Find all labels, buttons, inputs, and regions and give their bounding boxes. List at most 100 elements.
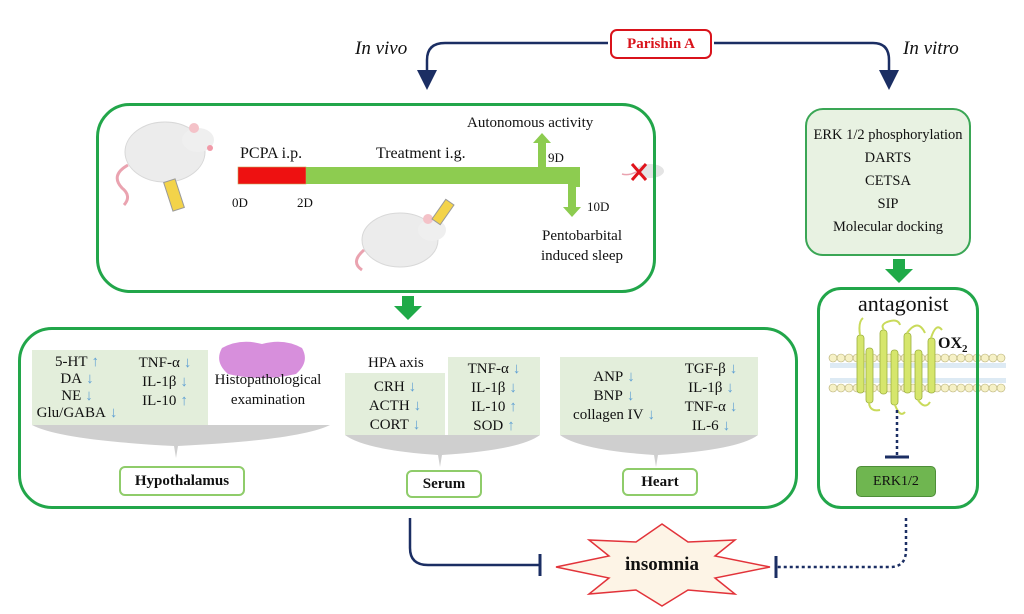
in-vivo-panel: [96, 103, 656, 293]
up-arrow-9d: [533, 133, 551, 167]
arrow-down-icon: ↓: [627, 369, 635, 385]
marker-name: collagen IV: [573, 407, 644, 423]
rat-icon: [355, 198, 455, 272]
method-item: Molecular docking: [833, 219, 943, 235]
marker-name: IL-10: [471, 399, 506, 415]
hypothalamus-markers: 5-HT↑DA↓NE↓Glu/GABA↓ TNF-α↓IL-1β↓IL-10↑: [32, 350, 208, 425]
marker-row: IL-10↑: [122, 392, 208, 411]
arrow-down-icon: ↓: [626, 388, 635, 404]
marker-name: NE: [61, 388, 82, 404]
arrow-up-icon: ↑: [180, 393, 188, 409]
histo-line2: examination: [230, 392, 306, 408]
hpa-axis-label: HPA axis: [368, 355, 424, 371]
inhibit-line-invitro: [776, 518, 908, 569]
heart-col1: ANP↓BNP↓collagen IV↓: [560, 368, 668, 425]
green-down-arrow-invitro: [885, 259, 913, 283]
arrow-down-icon: ↓: [729, 399, 738, 415]
marker-row: ANP↓: [560, 368, 668, 387]
treatment-bar: [306, 167, 580, 184]
serum-brace: [345, 435, 540, 467]
arrow-down-icon: ↓: [509, 380, 517, 396]
arrow-to-in-vivo: [417, 41, 608, 90]
method-item: DARTS: [864, 150, 912, 166]
brain-slice-icon: [219, 341, 305, 378]
tick-9d: 9D: [548, 150, 564, 165]
tick-2d: 2D: [297, 195, 313, 210]
marker-name: CRH: [373, 379, 405, 395]
marker-name: IL-6: [691, 418, 719, 434]
marker-name: IL-10: [142, 393, 177, 409]
marker-row: TNF-α↓: [666, 398, 756, 417]
serum-col2: TNF-α↓IL-1β↓IL-10↑SOD↑: [448, 360, 540, 436]
in-vivo-label: In vivo: [355, 38, 408, 59]
arrow-down-icon: ↓: [412, 417, 421, 433]
sacrificed-rat-icon: [621, 163, 664, 181]
marker-row: DA↓: [32, 371, 122, 388]
marker-row: CORT↓: [345, 416, 445, 435]
marker-row: NE↓: [32, 388, 122, 405]
pentobarbital-label: Pentobarbital induced sleep: [532, 226, 632, 266]
marker-row: SOD↑: [448, 417, 540, 436]
marker-name: IL-1β: [142, 374, 177, 390]
hypothalamus-brace: [32, 425, 330, 458]
marker-row: 5-HT↑: [32, 354, 122, 371]
marker-name: TNF-α: [138, 355, 180, 371]
arrow-down-icon: ↓: [726, 380, 734, 396]
arrow-down-icon: ↓: [729, 361, 738, 377]
marker-name: SOD: [473, 418, 504, 434]
marker-name: IL-1β: [471, 380, 506, 396]
in-vitro-methods-panel: ERK 1/2 phosphorylation DARTS CETSA SIP …: [805, 108, 971, 256]
mechanism-panel: [817, 287, 979, 509]
arrow-down-icon: ↓: [180, 374, 188, 390]
marker-row: Glu/GABA↓: [32, 405, 122, 422]
heart-col2: TGF-β↓IL-1β↓TNF-α↓IL-6↓: [666, 360, 756, 436]
method-item: CETSA: [865, 173, 911, 189]
insomnia-star: [555, 523, 771, 607]
arrow-down-icon: ↓: [85, 388, 93, 404]
histopathology-label: Histopathological examination: [208, 370, 328, 410]
serum-col1: CRH↓ACTH↓CORT↓: [345, 378, 445, 435]
method-item: ERK 1/2 phosphorylation: [813, 127, 963, 143]
arrow-down-icon: ↓: [109, 405, 118, 421]
marker-row: BNP↓: [560, 387, 668, 406]
marker-name: ANP: [593, 369, 624, 385]
tick-10d: 10D: [587, 199, 610, 214]
marker-row: IL-1β↓: [448, 379, 540, 398]
marker-name: TNF-α: [684, 399, 726, 415]
marker-name: BNP: [593, 388, 623, 404]
inhibit-line-invivo: [408, 518, 540, 567]
in-vitro-label: In vitro: [903, 38, 959, 59]
serum-hpa-panel: [345, 373, 445, 435]
arrow-up-icon: ↑: [91, 354, 100, 370]
results-panel: [18, 327, 798, 509]
histo-line1: Histopathological: [214, 372, 322, 388]
marker-row: IL-1β↓: [666, 379, 756, 398]
arrow-down-icon: ↓: [183, 355, 192, 371]
marker-row: TNF-α↓: [448, 360, 540, 379]
pentobarbital-line2: induced sleep: [540, 248, 624, 264]
arrow-up-icon: ↑: [507, 418, 515, 434]
down-arrow-10d: [563, 184, 581, 217]
pentobarbital-line1: Pentobarbital: [542, 228, 622, 244]
marker-name: DA: [60, 371, 83, 387]
ox-text: OX: [938, 335, 962, 352]
marker-row: IL-10↑: [448, 398, 540, 417]
serum-tag: Serum: [406, 470, 482, 498]
ox-subscript: 2: [962, 343, 968, 356]
marker-row: ACTH↓: [345, 397, 445, 416]
arrow-down-icon: ↓: [408, 379, 417, 395]
marker-row: TNF-α↓: [122, 354, 208, 373]
pcpa-label: PCPA i.p.: [240, 145, 303, 162]
marker-name: Glu/GABA: [36, 405, 106, 421]
marker-name: TGF-β: [684, 361, 726, 377]
marker-row: IL-6↓: [666, 417, 756, 436]
serum-cytokine-panel: [448, 357, 540, 435]
ox2-receptor-icon: [828, 317, 1006, 415]
autonomous-activity-label: Autonomous activity: [467, 115, 594, 131]
insomnia-label: insomnia: [625, 554, 699, 575]
arrow-to-in-vitro: [714, 41, 899, 90]
arrow-down-icon: ↓: [647, 407, 655, 423]
arrow-down-icon: ↓: [512, 361, 521, 377]
marker-row: CRH↓: [345, 378, 445, 397]
